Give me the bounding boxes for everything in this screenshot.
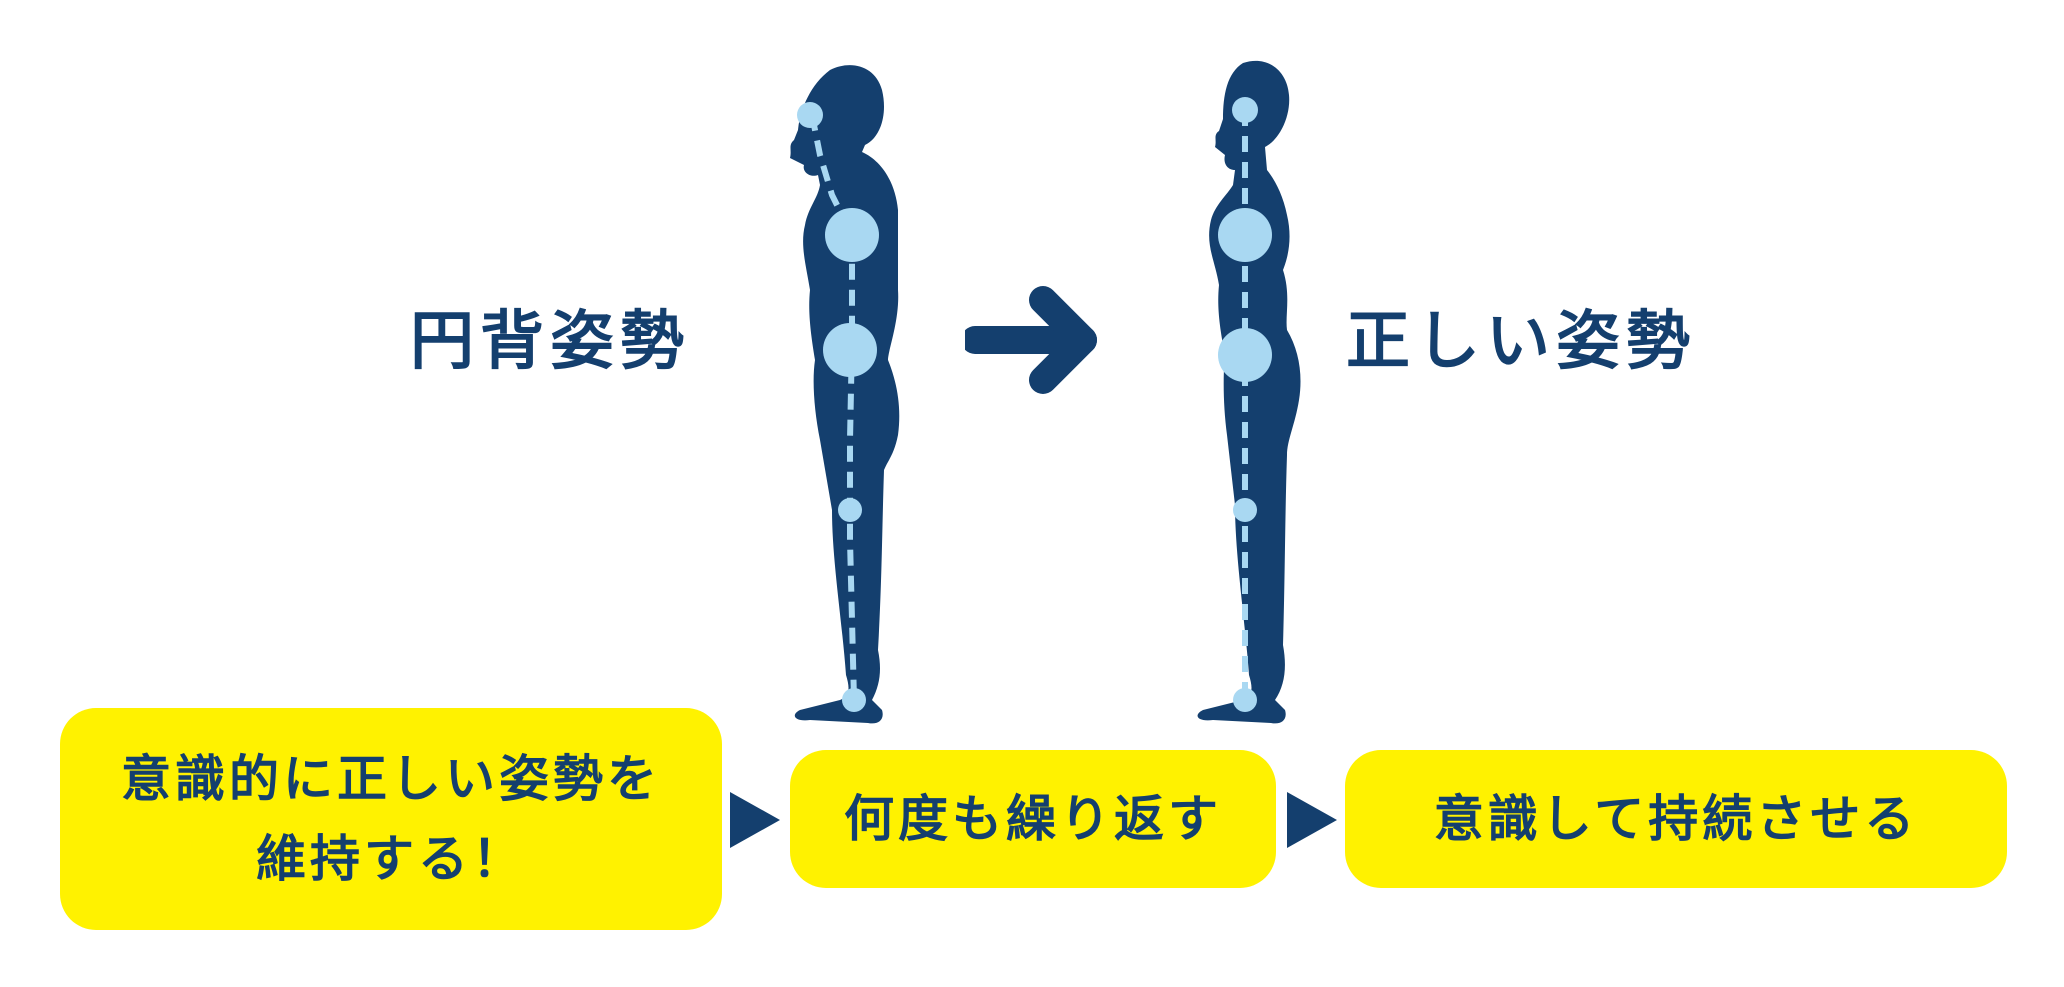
rounded-back-silhouette [790,65,900,724]
step-2-text: 何度も繰り返す [844,790,1222,848]
right-triangle-icon [730,792,780,848]
step-box-maintain-posture: 意識的に正しい姿勢を 維持する！ [60,708,722,930]
step-box-sustain: 意識して持続させる [1345,750,2007,888]
silhouette-body [1197,60,1301,724]
step-3-text: 意識して持続させる [1433,790,1919,848]
label-correct-posture: 正しい姿勢 [1346,305,1696,379]
silhouette-body [790,65,900,724]
spine-joints [797,102,879,712]
label-rounded-back-posture: 円背姿勢 [410,305,690,379]
correct-posture-silhouette [1197,60,1301,724]
step-1-line-1: 意識的に正しい姿勢を [121,750,661,808]
spine-line [809,114,857,701]
spine-joints [1218,97,1272,712]
right-arrow-icon [965,286,1097,394]
right-triangle-icon [1287,792,1337,848]
step-1-line-2: 維持する！ [256,830,526,888]
step-box-repeat: 何度も繰り返す [790,750,1276,888]
